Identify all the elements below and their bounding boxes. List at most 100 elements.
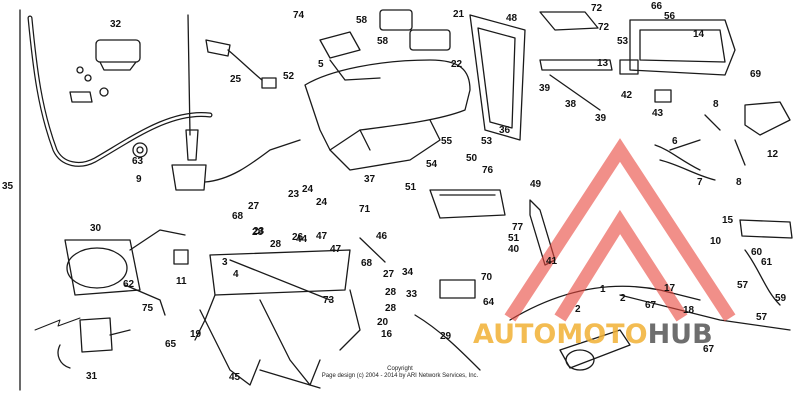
part-label: 6 [672,136,678,147]
part-label: 28 [385,303,397,314]
part-label: 60 [751,247,763,258]
part-label: 11 [176,276,187,287]
part-label: 44 [296,234,308,245]
part-label: 36 [499,125,511,136]
part-label: 17 [664,283,676,294]
part-label: 50 [466,153,478,164]
part-label: 28 [385,287,397,298]
part-label: 21 [453,9,465,20]
part-label: 63 [132,156,144,167]
part-label: 9 [136,174,142,185]
part-label: 40 [508,244,520,255]
part-label: 54 [426,159,438,170]
part-label: 68 [361,258,373,269]
part-label: 55 [441,136,453,147]
part-label: 26 [292,232,304,243]
part-label: 69 [750,69,762,80]
part-label: 62 [123,279,135,290]
part-label: 43 [652,108,664,119]
part-label: 57 [737,280,749,291]
part-label: 38 [565,99,577,110]
part-label: 4 [233,269,239,280]
part-label: 72 [591,3,603,14]
part-label: 13 [597,58,609,69]
part-label: 23 [288,189,300,200]
part-label: 8 [713,99,719,110]
part-label: 28 [270,239,282,250]
part-label: 67 [703,344,715,355]
part-label: 33 [406,289,418,300]
part-label: 37 [364,174,376,185]
part-label: 68 [232,211,244,222]
part-label: 42 [621,90,633,101]
part-label: 18 [683,305,695,316]
part-label: 58 [356,15,368,26]
part-label: 73 [323,295,335,306]
part-label: 31 [86,371,98,382]
part-label: 34 [402,267,414,278]
part-label: 47 [316,231,328,242]
part-label: 28 [252,227,264,238]
copyright-line: Page design (c) 2004 - 2014 by ARI Netwo… [321,373,479,379]
part-label: 53 [617,36,629,47]
part-label: 72 [598,22,610,33]
part-label: 35 [2,181,14,192]
watermark-logo-part1: AUTOMOTO [473,319,648,350]
part-label: 76 [482,165,494,176]
part-label: 24 [302,184,314,195]
part-label: 7 [697,177,703,188]
part-label: 39 [539,83,551,94]
part-label: 57 [756,312,768,323]
part-label: 74 [293,10,305,21]
part-label: 30 [90,223,102,234]
part-label: 45 [229,372,241,383]
part-label: 20 [377,317,389,328]
part-label: 29 [440,331,452,342]
part-label: 61 [761,257,773,268]
part-label: 58 [377,36,389,47]
part-label: 39 [595,113,607,124]
part-label: 67 [645,300,657,311]
part-label: 14 [693,29,705,40]
part-label: 27 [248,201,260,212]
part-label: 51 [508,233,520,244]
part-label: 19 [190,329,202,340]
part-label: 5 [318,59,324,70]
copyright-note: Copyright Page design (c) 2004 - 2014 by… [310,366,490,380]
part-label: 51 [405,182,417,193]
part-label: 32 [110,19,122,30]
watermark-logo-part2: HUB [647,319,713,350]
part-label: 23 [253,226,265,237]
part-label: 64 [483,297,495,308]
part-label: 70 [481,272,493,283]
part-label: 41 [546,256,558,267]
part-label: 66 [651,1,663,12]
part-label: 12 [767,149,779,160]
part-label: 49 [530,179,542,190]
part-label: 47 [330,244,342,255]
part-label: 24 [316,197,328,208]
part-label: 1 [600,284,606,295]
part-label: 27 [383,269,395,280]
part-label: 2 [620,293,626,304]
part-label: 59 [775,293,787,304]
part-label: 77 [512,222,524,233]
part-label: 16 [381,329,393,340]
part-label: 52 [283,71,295,82]
part-label: 8 [736,177,742,188]
part-label: 2 [575,304,581,315]
part-label: 25 [230,74,242,85]
part-label: 65 [165,339,177,350]
part-label: 53 [481,136,493,147]
copyright-line: Copyright [387,366,413,372]
part-label: 48 [506,13,518,24]
part-label: 10 [710,236,722,247]
part-label: 46 [376,231,388,242]
watermark-logo-text: AUTOMOTOHUB [473,320,713,350]
part-label: 75 [142,303,154,314]
part-label: 56 [664,11,676,22]
part-label: 15 [722,215,734,226]
